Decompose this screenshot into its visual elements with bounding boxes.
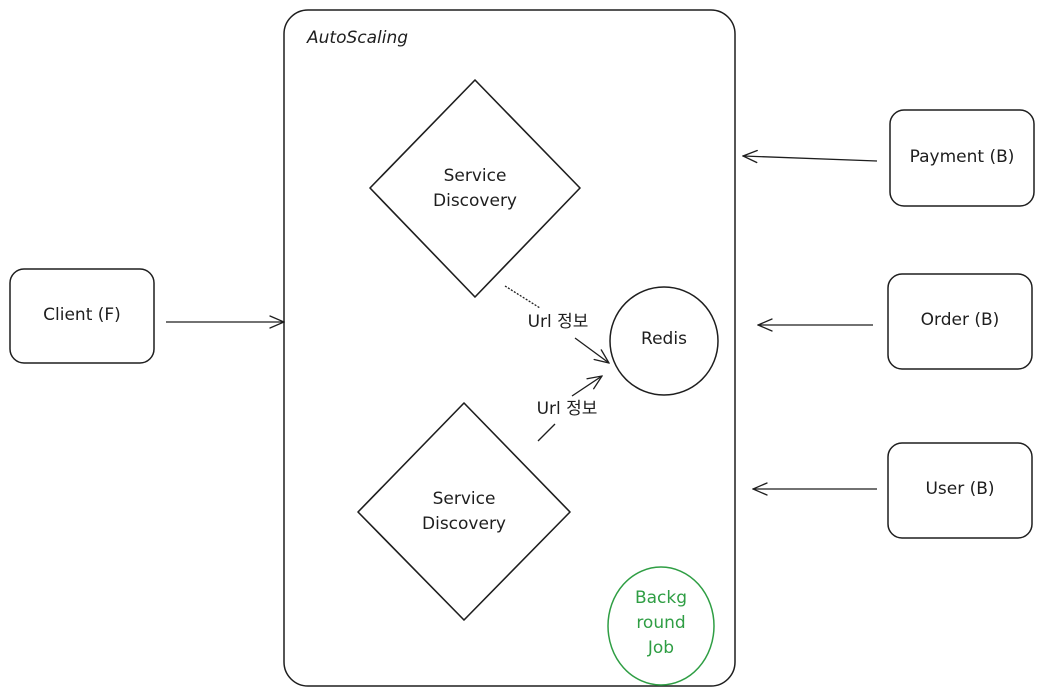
payment-to-autoscaling-arrow (743, 156, 878, 161)
user-label: User (B) (925, 479, 995, 499)
payment-label: Payment (B) (909, 147, 1015, 167)
background-job-node (607, 566, 715, 686)
service-discovery-top-diamond (369, 79, 581, 298)
client-label: Client (F) (43, 305, 121, 325)
background-job-line1: Backg (634, 588, 688, 608)
redis-node (609, 286, 719, 396)
user-box (887, 442, 1033, 539)
service-discovery-top-line1: Service (443, 166, 507, 186)
background-job-line3: Job (647, 638, 675, 658)
autoscaling-container (283, 9, 736, 687)
payment-box (889, 109, 1035, 207)
client-box (9, 268, 155, 364)
edge-top-label: Url 정보 (527, 312, 589, 332)
service-discovery-top-line2: Discovery (433, 191, 517, 211)
order-box (887, 273, 1033, 370)
service-discovery-bottom-line1: Service (432, 489, 496, 509)
sd-bottom-to-redis-segment (537, 423, 556, 442)
service-discovery-bottom-label: Service Discovery (404, 487, 524, 537)
sd-bottom-to-redis-arrow (571, 376, 602, 397)
sd-top-to-redis-arrow (574, 337, 609, 363)
edge-bottom-label: Url 정보 (536, 399, 598, 419)
redis-label: Redis (641, 329, 687, 349)
service-discovery-top-label: Service Discovery (415, 164, 535, 214)
service-discovery-bottom-diamond (357, 402, 571, 621)
sd-top-to-redis-segment (504, 285, 541, 309)
autoscaling-label: AutoScaling (307, 28, 409, 48)
service-discovery-bottom-line2: Discovery (422, 514, 506, 534)
background-job-label: Backg round Job (616, 586, 706, 661)
background-job-line2: round (636, 613, 686, 633)
order-label: Order (B) (920, 310, 1000, 330)
